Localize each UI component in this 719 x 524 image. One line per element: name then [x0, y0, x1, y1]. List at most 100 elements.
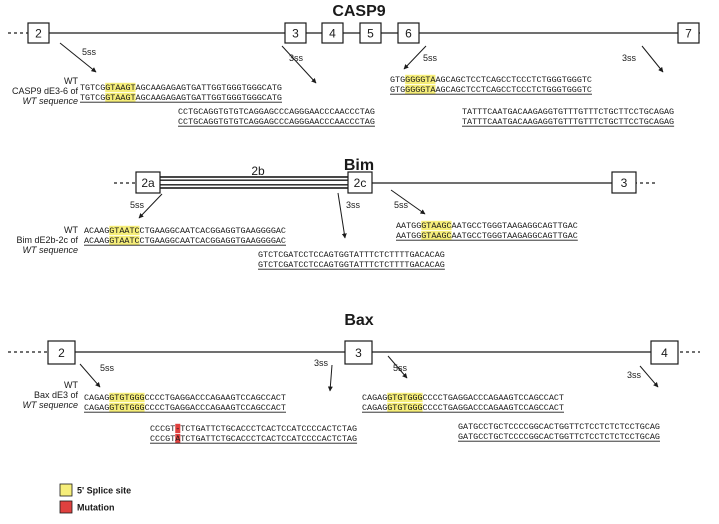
- bim-ss-arrow-1: [138, 193, 163, 219]
- bax-seq-wt-2: CAGAGGTGTGGGCCCCTGAGGACCCAGAAGTCCAGCCACT: [362, 393, 564, 403]
- bim-exon-2a: [135, 171, 161, 194]
- casp9-exon-2-label: 2: [35, 27, 42, 41]
- casp9-label-source: WT sequence: [22, 96, 78, 106]
- casp9-label-variant: CASP9 dE3-6 of: [12, 86, 79, 96]
- bim-seq-mut-2: AATGGGTAAGCAATGCCTGGGTAAGAGGCAGTTGAC: [396, 231, 578, 241]
- casp9-seq-mut-2: CCTGCAGGTGTGTCAGGAGCCCAGGGAACCCAACCCTAG: [178, 117, 375, 127]
- casp9-ss-arrow-3: [403, 45, 427, 70]
- casp9-seq-mut-4: TATTTCAATGACAAGAGGTGTTTGTTTCTGCTTCCTGCAG…: [462, 117, 674, 127]
- casp9-seq-mut-1-splice-highlight: [105, 92, 136, 102]
- bax-seq-wt-3-mutation-highlight: [175, 423, 181, 433]
- bim-seq-mut-3: GTCTCGATCCTCCAGTGGTATTTCTCTTTTGACACAG: [258, 260, 445, 270]
- casp9-exon-4-label: 4: [329, 27, 336, 41]
- casp9-exon-2: [27, 22, 50, 44]
- bim-seq-mut-1: ACAAGGTAATCCTGAAGGCAATCACGGAGGTGAAGGGGAC: [84, 236, 286, 246]
- casp9-exon-3: [284, 22, 307, 44]
- bax-exon-2: [47, 340, 76, 365]
- bim-exon-2a-label: 2a: [141, 176, 155, 190]
- casp9-seq-wt-4: TATTTCAATGACAAGAGGTGTTTGTTTCTGCTTCCTGCAG…: [462, 107, 674, 117]
- bax-ss-arrow-2: [327, 364, 333, 392]
- casp9-exon-4: [321, 22, 344, 44]
- bax-seq-wt-4: GATGCCTGCTCCCCGGCACTGGTTCTCCTCTCTCCTGCAG: [458, 422, 660, 432]
- bax-seq-wt-3: CCCGT-TCTGATTCTGCACCCTCACTCCATCCCCACTCTA…: [150, 424, 357, 434]
- bax-label-source: WT sequence: [22, 400, 78, 410]
- bax-seq-mut-3: CCCGTATCTGATTCTGCACCCTCACTCCATCCCCACTCTA…: [150, 434, 357, 444]
- bim-seq-wt-2-splice-highlight: [421, 220, 452, 230]
- casp9-seq-wt-3-splice-highlight: [405, 74, 436, 84]
- bim-title: Bim: [344, 157, 374, 174]
- bim-seq-wt-3: GTCTCGATCCTCCAGTGGTATTTCTCTTTTGACACAG: [258, 250, 445, 260]
- bim-seq-mut-2-splice-highlight: [421, 230, 452, 240]
- legend-swatch-mutation: [59, 500, 73, 514]
- casp9-ss-arrow-1: [59, 42, 97, 73]
- casp9-exon-6-label: 6: [405, 27, 412, 41]
- bim-seq-mut-1-splice-highlight: [109, 235, 140, 245]
- bax-ss-arrow-4: [639, 365, 659, 388]
- casp9-seq-wt-1-splice-highlight: [105, 82, 136, 92]
- bim-ss-label-2: 3ss: [346, 200, 361, 210]
- bim-ss-arrow-2: [337, 192, 347, 239]
- bax-exon-3: [344, 340, 373, 365]
- bax-exon-4: [650, 340, 679, 365]
- bax-seq-wt-1-splice-highlight: [109, 392, 145, 402]
- casp9-seq-mut-1: TGTCGGTAAGTAGCAAGAGAGTGATTGGTGGGTGGGCATG: [80, 93, 282, 103]
- casp9-ss-label-1: 5ss: [82, 47, 97, 57]
- casp9-title: CASP9: [332, 3, 385, 20]
- bim-exon-2c-label: 2c: [354, 176, 367, 190]
- bax-label-wt: WT: [64, 380, 78, 390]
- legend-label-splice-site: 5' Splice site: [77, 486, 131, 496]
- bim-exon-2b-label: 2b: [251, 164, 265, 178]
- bim-seq-wt-1-splice-highlight: [109, 225, 140, 235]
- bax-seq-mut-1-splice-highlight: [109, 402, 145, 412]
- bim-label-source: WT sequence: [22, 245, 78, 255]
- bax-ss-label-2: 3ss: [314, 358, 329, 368]
- bax-exon-3-label: 3: [355, 346, 362, 360]
- bim-exon-3: [611, 171, 637, 194]
- bax-seq-mut-2-splice-highlight: [387, 402, 423, 412]
- bim-label-variant: Bim dE2b-2c of: [16, 235, 78, 245]
- casp9-seq-mut-3: GTGGGGGTAAGCAGCTCCTCAGCCTCCCTCTGGGTGGGTC: [390, 85, 592, 95]
- casp9-ss-arrow-4: [641, 45, 664, 73]
- casp9-label-wt: WT: [64, 76, 78, 86]
- casp9-ss-arrow-2: [281, 45, 317, 84]
- bim-ss-arrow-3: [390, 189, 426, 215]
- bim-exon-2c: [347, 171, 373, 194]
- legend-swatch-splice-site: [59, 483, 73, 497]
- bax-exon-4-label: 4: [661, 346, 668, 360]
- bim-exon-3-label: 3: [621, 176, 628, 190]
- bim-label-wt: WT: [64, 225, 78, 235]
- bax-seq-wt-2-splice-highlight: [387, 392, 423, 402]
- bim-ss-label-3: 5ss: [394, 200, 409, 210]
- bax-ss-arrow-3: [387, 355, 408, 379]
- casp9-exon-7: [677, 22, 700, 44]
- casp9-exon-3-label: 3: [292, 27, 299, 41]
- casp9-seq-wt-3: GTGGGGGTAAGCAGCTCCTCAGCCTCCCTCTGGGTGGGTC: [390, 75, 592, 85]
- casp9-seq-wt-1: TGTCGGTAAGTAGCAAGAGAGTGATTGGTGGGTGGGCATG: [80, 83, 282, 93]
- bax-seq-mut-2: CAGAGGTGTGGGCCCCTGAGGACCCAGAAGTCCAGCCACT: [362, 403, 564, 413]
- casp9-ss-label-2: 3ss: [289, 53, 304, 63]
- casp9-seq-wt-2: CCTGCAGGTGTGTCAGGAGCCCAGGGAACCCAACCCTAG: [178, 107, 375, 117]
- bax-label-variant: Bax dE3 of: [34, 390, 79, 400]
- bax-ss-label-3: 5ss: [393, 363, 408, 373]
- bax-ss-arrow-1: [79, 363, 101, 388]
- bax-ss-label-1: 5ss: [100, 363, 115, 373]
- bim-seq-wt-2: AATGGGTAAGCAATGCCTGGGTAAGAGGCAGTTGAC: [396, 221, 578, 231]
- bax-seq-wt-1: CAGAGGTGTGGGCCCCTGAGGACCCAGAAGTCCAGCCACT: [84, 393, 286, 403]
- casp9-ss-label-4: 3ss: [622, 53, 637, 63]
- casp9-exon-7-label: 7: [685, 27, 692, 41]
- bim-exon-2b: [157, 176, 351, 189]
- bim-ss-label-1: 5ss: [130, 200, 145, 210]
- bax-exon-2-label: 2: [58, 346, 65, 360]
- casp9-seq-mut-3-splice-highlight: [405, 84, 436, 94]
- bax-seq-mut-3-mutation-highlight: [175, 433, 181, 443]
- bax-seq-mut-4: GATGCCTGCTCCCCGGCACTGGTTCTCCTCTCTCCTGCAG: [458, 432, 660, 442]
- bax-seq-mut-1: CAGAGGTGTGGGCCCCTGAGGACCCAGAAGTCCAGCCACT: [84, 403, 286, 413]
- casp9-exon-6: [397, 22, 420, 44]
- legend-label-mutation: Mutation: [77, 503, 115, 513]
- bim-seq-wt-1: ACAAGGTAATCCTGAAGGCAATCACGGAGGTGAAGGGGAC: [84, 226, 286, 236]
- casp9-ss-label-3: 5ss: [423, 53, 438, 63]
- bax-ss-label-4: 3ss: [627, 370, 642, 380]
- bax-title: Bax: [344, 312, 373, 329]
